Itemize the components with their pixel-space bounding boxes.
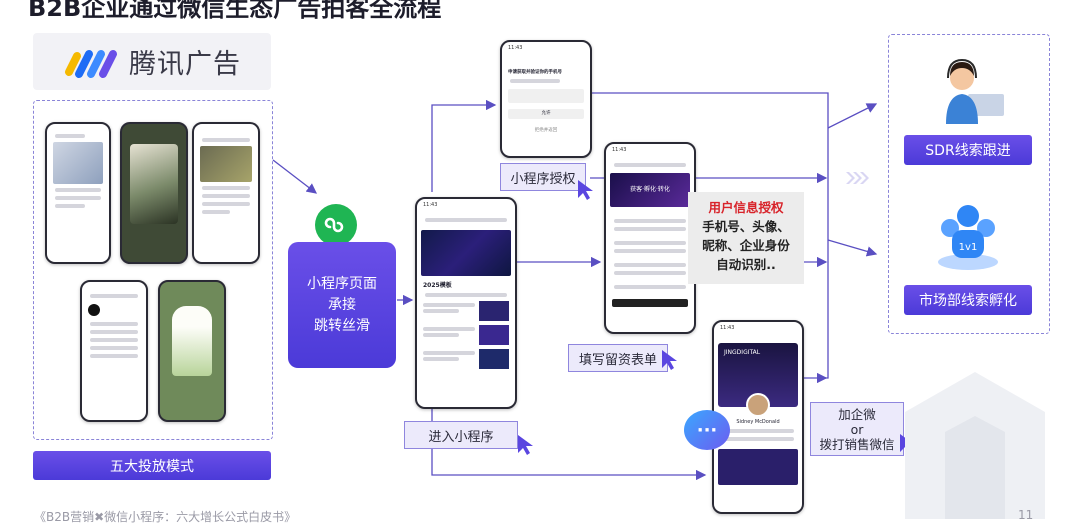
auth-prompt: 申请获取并验证你的手机号 (508, 70, 562, 75)
enter-tag: 进入小程序 (404, 421, 518, 449)
card-phone: 11:43 JINGDIGITAL Sidney McDonald (712, 320, 804, 514)
marketing-nurture-button: 市场部线索孵化 (904, 285, 1032, 315)
status-time: 11:43 (720, 325, 735, 331)
cursor-icon (518, 435, 533, 455)
page-number: 11 (1018, 508, 1034, 522)
ad-modes-label: 五大投放模式 (33, 451, 271, 480)
customer-service-agent-icon (946, 58, 1004, 124)
cursor-icon (662, 350, 677, 370)
chat-bubble-icon: ··· (684, 410, 730, 450)
mini-program-icon (315, 204, 357, 246)
chevron-arrows-icon (846, 172, 869, 184)
ad-mode-phone-4 (80, 280, 148, 422)
landing-line-3: 跳转丝滑 (314, 317, 370, 334)
wecom-line-2: or (850, 421, 864, 437)
mini-program-phone: 11:43 2025模板 (415, 197, 517, 409)
landing-line-2: 承接 (328, 296, 356, 313)
ad-mode-phone-1 (45, 122, 111, 264)
status-time: 11:43 (423, 202, 438, 208)
wecom-line-3: 拨打销售微信 (819, 436, 895, 452)
user-info-line-1: 手机号、头像、 (702, 219, 790, 234)
mini-program-landing-block: 小程序页面 承接 跳转丝滑 (288, 242, 396, 368)
form-tag: 填写留资表单 (568, 344, 668, 372)
status-time: 11:43 (612, 147, 627, 153)
authorize-tag: 小程序授权 (500, 163, 586, 191)
cursor-icon (578, 180, 593, 200)
authorize-phone: 11:43 申请获取并验证你的手机号 允许 拒绝并返回 (500, 40, 592, 158)
sdr-followup-button: SDR线索跟进 (904, 135, 1032, 165)
ad-mode-phone-3 (192, 122, 260, 264)
user-info-heading: 用户信息授权 (708, 200, 784, 215)
logo-text: 腾讯广告 (129, 49, 241, 80)
form-phone: 11:43 获客·孵化·转化 (604, 142, 696, 334)
user-info-box: 用户信息授权 手机号、头像、 昵称、企业身份 自动识别.. (688, 192, 804, 284)
mini-banner: 2025模板 (423, 282, 452, 289)
svg-text:1v1: 1v1 (959, 242, 978, 253)
tencent-ads-logo: 腾讯广告 (33, 33, 271, 90)
auth-deny-button[interactable]: 拒绝并返回 (534, 128, 558, 133)
card-name: Sidney McDonald (736, 419, 780, 425)
form-banner: 获客·孵化·转化 (610, 173, 690, 207)
tencent-ads-logo-icon (65, 49, 117, 78)
ad-mode-phone-5 (158, 280, 226, 422)
landing-line-1: 小程序页面 (307, 275, 377, 292)
ad-mode-phone-2 (120, 122, 188, 264)
watermark-logo (905, 372, 1045, 519)
auth-allow-button[interactable]: 允许 (508, 109, 584, 119)
status-time: 11:43 (508, 45, 523, 51)
user-group-icon: 1v1 (938, 205, 998, 270)
user-info-line-2: 昵称、企业身份 (702, 238, 790, 253)
wecom-line-1: 加企微 (838, 406, 876, 422)
page-title: B2B企业通过微信生态广告拍客全流程 (28, 0, 442, 22)
footer-source: 《B2B营销✖微信小程序：六大增长公式白皮书》 (34, 510, 297, 524)
user-info-line-3: 自动识别.. (716, 257, 776, 272)
wecom-tag: 加企微 or 拨打销售微信 (810, 402, 904, 456)
ad-modes-group (33, 100, 273, 440)
outcomes-group (888, 34, 1050, 334)
